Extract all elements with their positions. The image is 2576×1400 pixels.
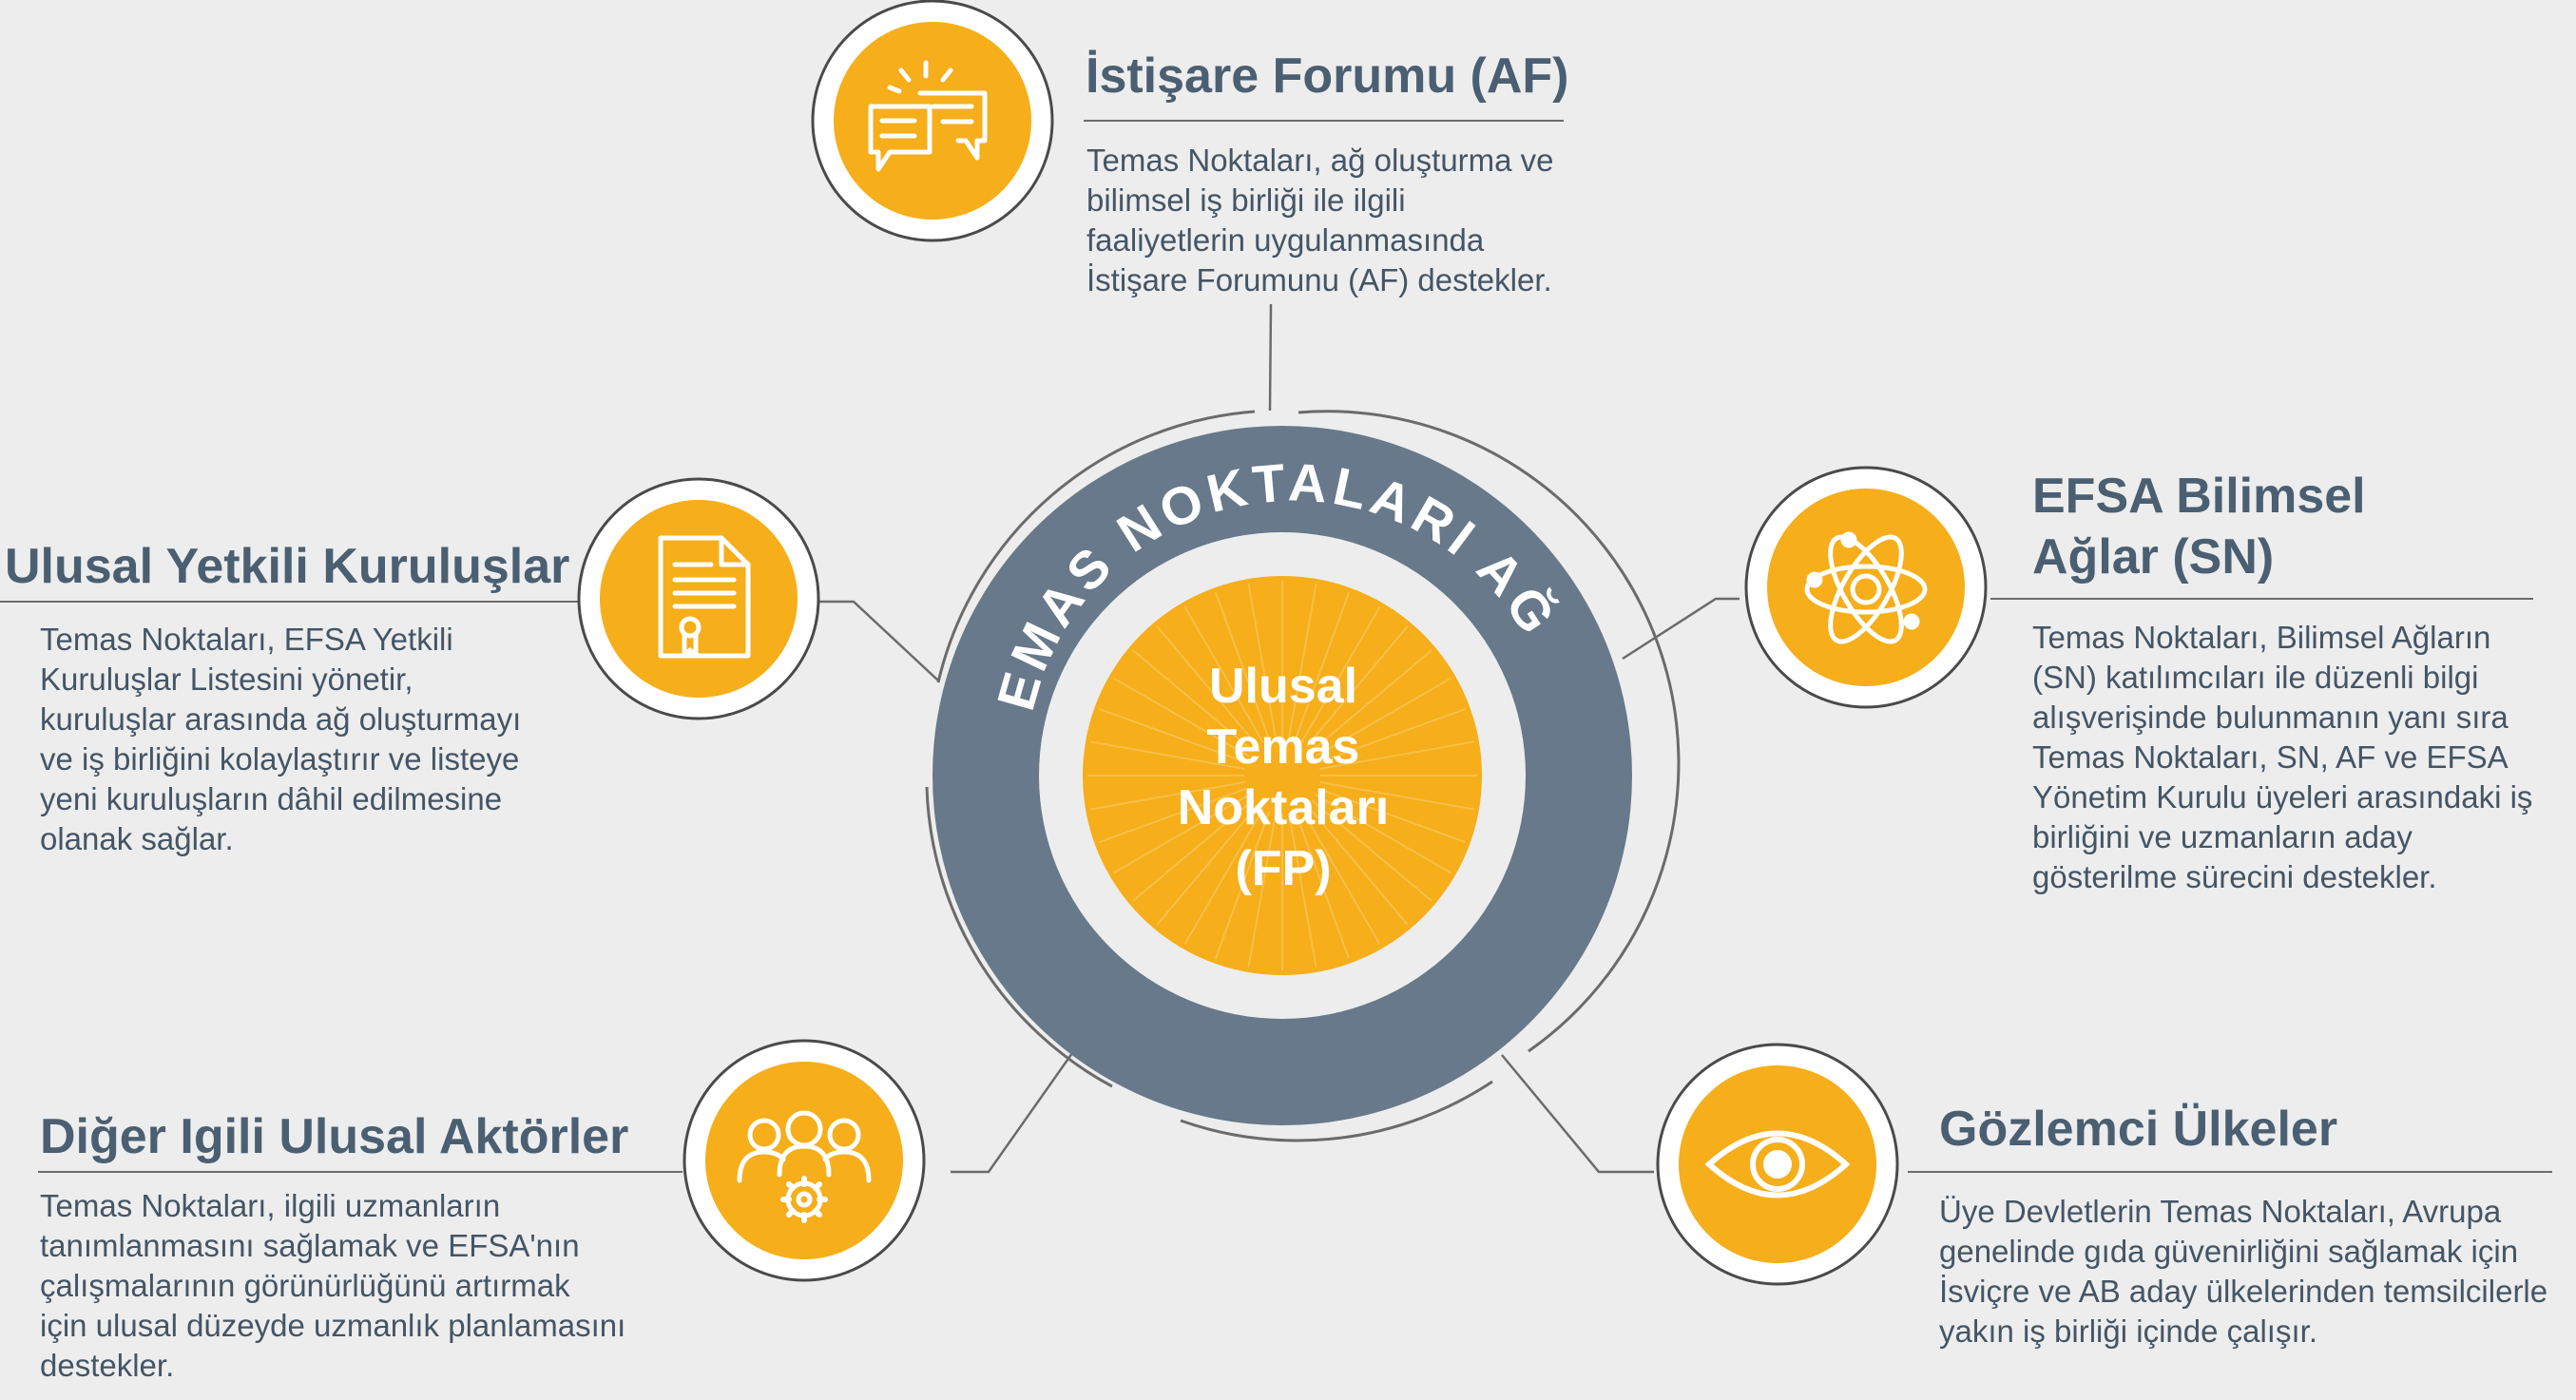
- center-label-line-1: Ulusal: [1208, 659, 1358, 714]
- observers-desc-line: yakın iş birliği içinde çalışır.: [1939, 1314, 2317, 1349]
- networks-title-line: EFSA Bilimsel: [2032, 469, 2366, 524]
- center-ray: [1315, 677, 1452, 758]
- authorities-description: Temas Noktaları, EFSA Yetkili Kuruluşlar…: [40, 620, 521, 859]
- authorities-desc-line: yeni kuruluşların dâhil edilmesine: [40, 781, 503, 816]
- outer-arc-right: [1298, 410, 1681, 1053]
- forum-desc-line: Temas Noktaları, ağ oluşturma ve: [1086, 143, 1554, 178]
- atom-icon: [1804, 531, 1928, 644]
- center-ray: [1300, 808, 1381, 946]
- networks-desc-line: birliğini ve uzmanların aday: [2032, 819, 2413, 854]
- center-ray: [1183, 605, 1264, 743]
- center-circle: [1083, 576, 1482, 975]
- center-ray: [1287, 813, 1317, 968]
- forum-title: İstişare Forumu (AF): [1086, 48, 1569, 104]
- authorities-title: Ulusal Yetkili Kuruluşlar: [5, 539, 570, 594]
- connector-observers: [1501, 1054, 1654, 1174]
- center-ray: [1099, 787, 1247, 844]
- networks-desc-line: alışverişinde bulunmanın yanı sıra: [2032, 700, 2509, 735]
- people-gear-icon: [737, 1110, 872, 1223]
- center-ray: [1294, 811, 1351, 959]
- actors-desc-line: Temas Noktaları, ilgili uzmanların: [40, 1188, 501, 1223]
- center-ray: [1305, 803, 1409, 926]
- actors-desc-line: destekler.: [40, 1348, 175, 1383]
- center-ray: [1089, 780, 1245, 811]
- center-ray: [1112, 677, 1250, 758]
- networks-description: Temas Noktaları, Bilimsel Ağların (SN) k…: [2032, 618, 2532, 897]
- center-ray: [1305, 625, 1409, 748]
- forum-description: Temas Noktaları, ağ oluşturma ve bilimse…: [1086, 141, 1554, 300]
- networks-title: EFSA Bilimsel Ağlar (SN): [2032, 466, 2366, 587]
- node-actors: [682, 1039, 926, 1282]
- center-ray: [1310, 798, 1432, 902]
- networks-desc-line: Temas Noktaları, SN, AF ve EFSA: [2032, 739, 2509, 775]
- center-ray: [1317, 787, 1466, 844]
- authorities-desc-line: olanak sağlar.: [40, 821, 234, 856]
- observers-desc-line: Üye Devletlerin Temas Noktaları, Avrupa: [1939, 1194, 2502, 1229]
- center-ray: [1287, 583, 1317, 738]
- observers-title: Gözlemci Ülkeler: [1939, 1102, 2338, 1157]
- node-networks: [1744, 466, 1988, 709]
- center-ray: [1089, 740, 1245, 771]
- authorities-desc-line: kuruluşlar arasında ağ oluşturmayı: [40, 701, 522, 737]
- authorities-desc-line: Temas Noktaları, EFSA Yetkili: [40, 622, 453, 657]
- center-ray: [1156, 625, 1259, 748]
- observers-desc-line: İsviçre ve AB aday ülkelerinden temsilci…: [1939, 1274, 2548, 1309]
- center-rays: [1087, 581, 1477, 970]
- actors-desc-line: çalışmalarının görünürlüğünü artırmak: [40, 1268, 570, 1303]
- center-label-line-4: (FP): [1235, 841, 1332, 896]
- actors-description: Temas Noktaları, ilgili uzmanların tanım…: [40, 1186, 625, 1386]
- center-ray: [1319, 740, 1475, 771]
- center-ray: [1317, 707, 1466, 764]
- eye-icon: [1704, 1130, 1851, 1199]
- node-forum: [811, 0, 1054, 242]
- actors-desc-line: tanımlanmasını sağlamak ve EFSA'nın: [40, 1228, 580, 1263]
- center-label-line-2: Temas: [1206, 719, 1360, 775]
- center-ray: [1294, 592, 1351, 740]
- networks-desc-line: Temas Noktaları, Bilimsel Ağların: [2032, 620, 2491, 655]
- center-ray: [1319, 780, 1475, 811]
- center-ray: [1112, 794, 1250, 874]
- connector-actors: [951, 1036, 1086, 1174]
- actors-title: Diğer Igili Ulusal Aktörler: [40, 1109, 629, 1164]
- forum-desc-line: bilimsel iş birliği ile ilgili: [1086, 182, 1406, 218]
- networks-desc-line: Yönetim Kurulu üyeleri arasındaki iş: [2032, 779, 2533, 815]
- connector-forum: [1268, 303, 1273, 412]
- center-ray: [1310, 649, 1432, 753]
- authorities-desc-line: ve iş birliğini kolaylaştırır ve listeye: [40, 741, 520, 777]
- chat-bubbles-icon: [868, 60, 988, 172]
- observers-desc-line: genelinde gıda güvenirliğini sağlamak iç…: [1939, 1234, 2519, 1269]
- node-observers: [1656, 1043, 1899, 1286]
- center-ray: [1214, 811, 1271, 959]
- networks-desc-line: (SN) katılımcıları ile düzenli bilgi: [2032, 660, 2479, 695]
- center-ray: [1315, 794, 1452, 874]
- forum-desc-line: İstişare Forumunu (AF) destekler.: [1086, 262, 1552, 297]
- center-label-line-3: Noktaları: [1177, 780, 1390, 835]
- center-ray: [1247, 813, 1278, 968]
- authorities-desc-line: Kuruluşlar Listesini yönetir,: [40, 662, 413, 697]
- outer-arc-top: [936, 410, 1256, 683]
- center-ray: [1183, 808, 1264, 946]
- center-ray: [1132, 649, 1255, 753]
- center-ray: [1300, 605, 1381, 743]
- title-underlines: [0, 120, 2552, 1173]
- connector-networks: [1622, 597, 1740, 661]
- node-authorities: [577, 477, 820, 720]
- center-label: Ulusal Temas Noktaları (FP): [1093, 656, 1473, 899]
- center-ray: [1099, 707, 1247, 764]
- outer-arc-bottom: [1180, 1080, 1493, 1142]
- center-ray: [1214, 592, 1271, 740]
- center-ray: [1156, 803, 1259, 926]
- forum-desc-line: faaliyetlerin uygulanmasında: [1086, 222, 1485, 258]
- observers-description: Üye Devletlerin Temas Noktaları, Avrupa …: [1939, 1192, 2547, 1352]
- connector-lines: [797, 303, 1740, 1174]
- document-certificate-icon: [658, 535, 751, 659]
- networks-desc-line: gösterilme sürecini destekler.: [2032, 859, 2437, 894]
- center-ray: [1247, 583, 1278, 738]
- actors-desc-line: için ulusal düzeyde uzmanlık planlamasın…: [40, 1308, 626, 1343]
- networks-title-line: Ağlar (SN): [2032, 529, 2275, 585]
- center-ray: [1132, 798, 1255, 902]
